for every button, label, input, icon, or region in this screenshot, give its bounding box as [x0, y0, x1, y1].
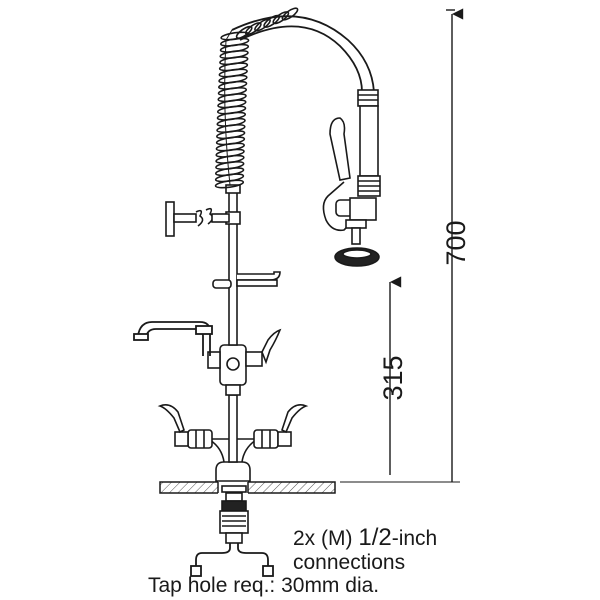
- connections-suffix: -inch: [391, 527, 438, 550]
- faucet-base: [209, 394, 257, 482]
- spring-coil: [244, 22, 262, 36]
- wall-bracket: [165, 201, 230, 237]
- spray-hook: [212, 271, 281, 289]
- connections-note-line2: connections: [293, 551, 406, 574]
- countertop: [159, 480, 336, 495]
- swing-spout: [133, 321, 213, 356]
- spring-coil: [235, 25, 253, 39]
- spring-coil: [214, 179, 245, 189]
- connections-note: 2x (M) 1/2-inch: [293, 524, 438, 551]
- tap-hole-note: Tap hole req.: 30mm dia.: [148, 574, 380, 597]
- right-valve: [237, 404, 309, 449]
- connections-prefix: 2x (M): [293, 527, 353, 550]
- riser-pipe: [225, 184, 241, 346]
- spray-valve: [322, 89, 381, 267]
- left-valve: [157, 404, 229, 449]
- dimension-label-700: 700: [441, 220, 471, 265]
- mounting-shank: [219, 485, 249, 544]
- dimension-lines: [340, 8, 464, 483]
- spring-core: [224, 29, 233, 186]
- spring-coil: [272, 11, 290, 25]
- inlet-connections: [190, 543, 274, 577]
- connections-fraction: 1/2: [358, 524, 392, 551]
- mixer-body: [207, 328, 282, 396]
- flex-hose: [231, 15, 375, 93]
- dimension-label-315: 315: [378, 355, 408, 400]
- spring-coil: [254, 18, 271, 32]
